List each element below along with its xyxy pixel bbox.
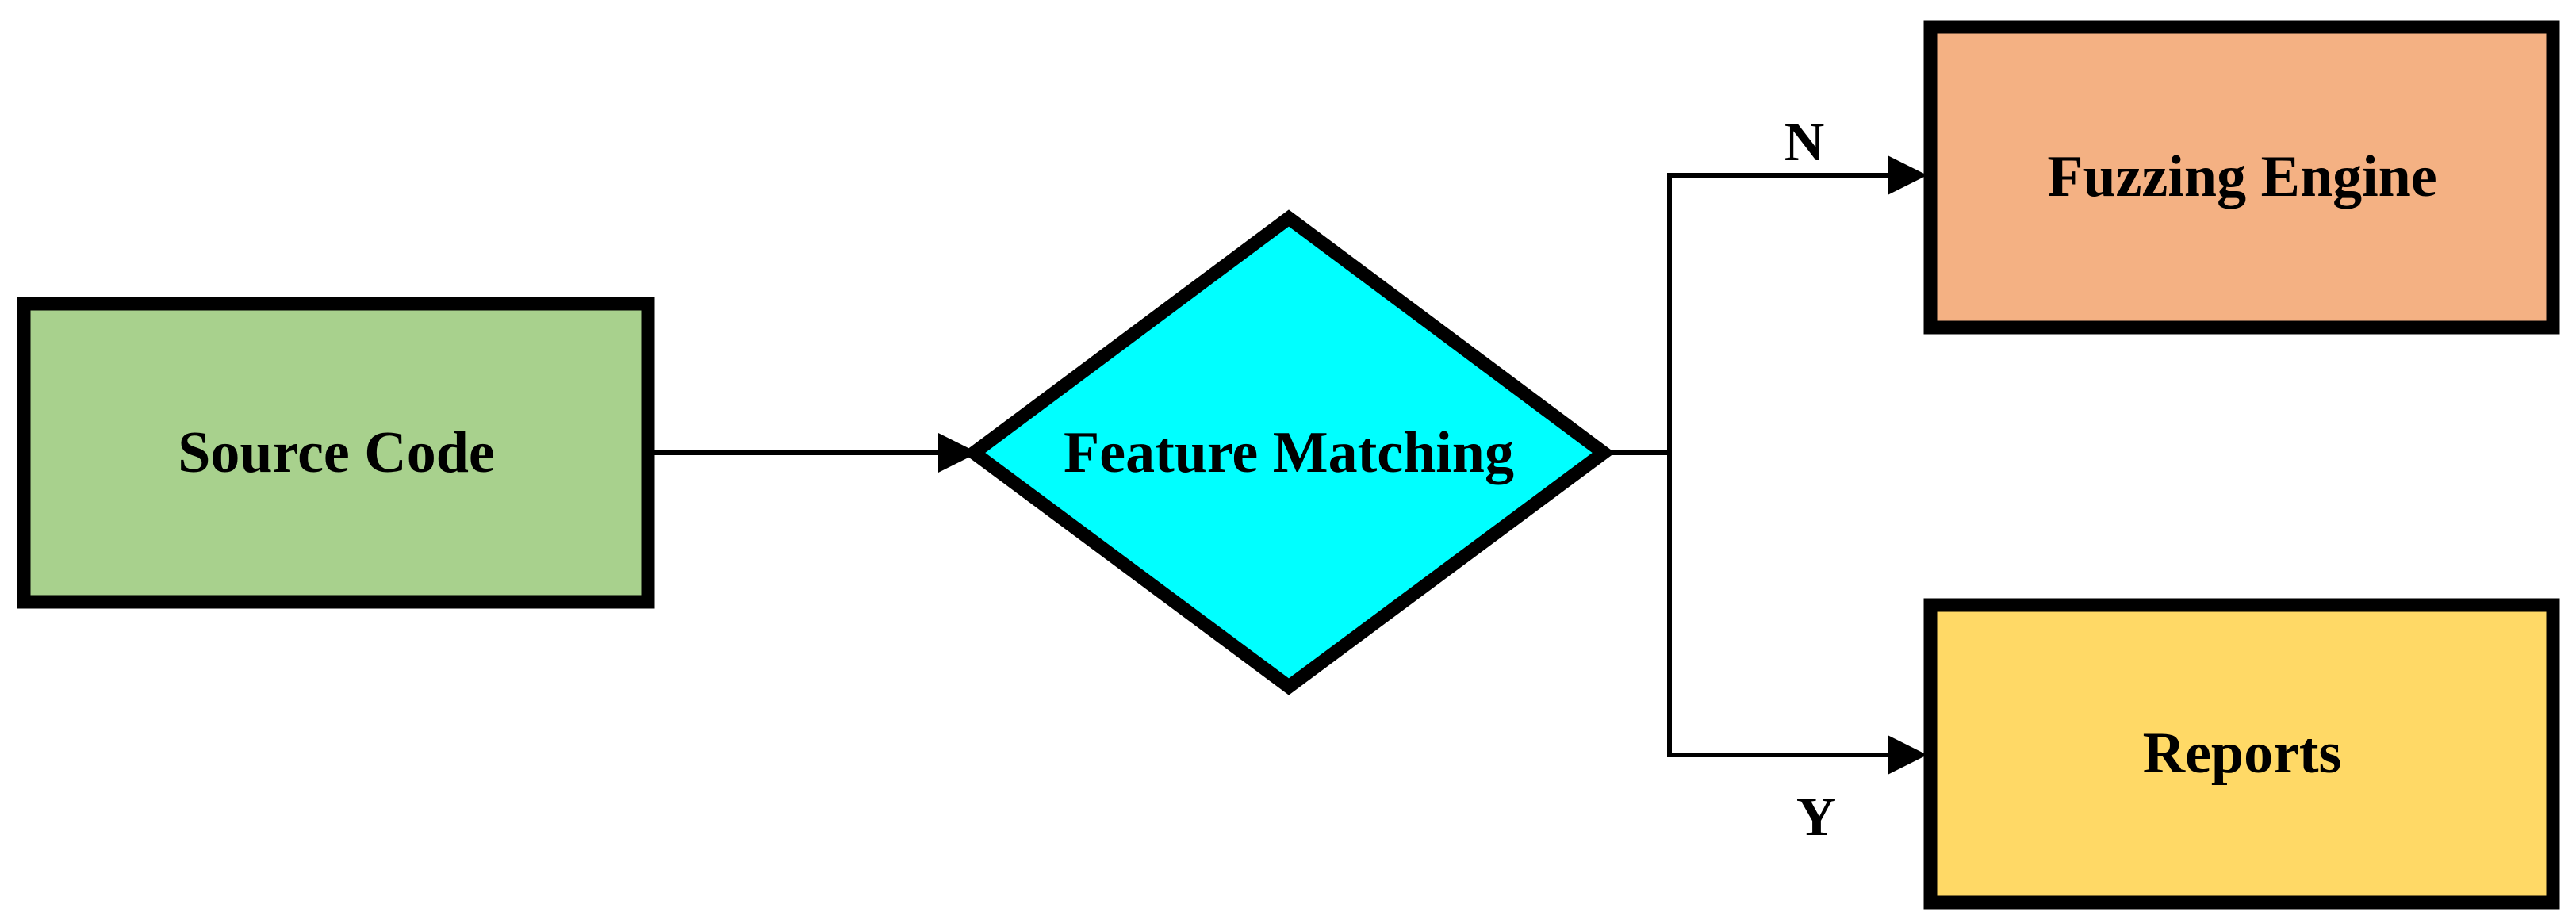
fuzzing-engine-box	[1923, 20, 2560, 335]
feature-matching-diamond	[962, 209, 1616, 695]
node-feature-matching: Feature Matching	[962, 209, 1616, 695]
edge-source-to-feature	[654, 433, 978, 473]
edge-feature-to-reports: Y	[1667, 735, 1927, 848]
fuzzing-engine-label: Fuzzing Engine	[2047, 144, 2436, 209]
node-reports: Reports	[1923, 598, 2560, 910]
arrowhead-feature-matching	[938, 433, 978, 473]
feature-matching-label: Feature Matching	[1064, 420, 1514, 485]
edge-feature-to-fuzzing: N	[1667, 112, 1927, 195]
node-source-code: Source Code	[17, 297, 655, 609]
arrowhead-fuzzing-engine	[1888, 155, 1927, 195]
arrowhead-reports	[1888, 735, 1927, 775]
source-code-box	[17, 297, 655, 609]
node-fuzzing-engine: Fuzzing Engine	[1923, 20, 2560, 335]
source-code-label: Source Code	[178, 420, 494, 485]
edge-label-yes: Y	[1796, 787, 1837, 848]
reports-box	[1923, 598, 2560, 910]
edge-decision-branch	[1604, 175, 1672, 755]
reports-label: Reports	[2143, 721, 2342, 786]
edge-label-no: N	[1784, 112, 1825, 173]
